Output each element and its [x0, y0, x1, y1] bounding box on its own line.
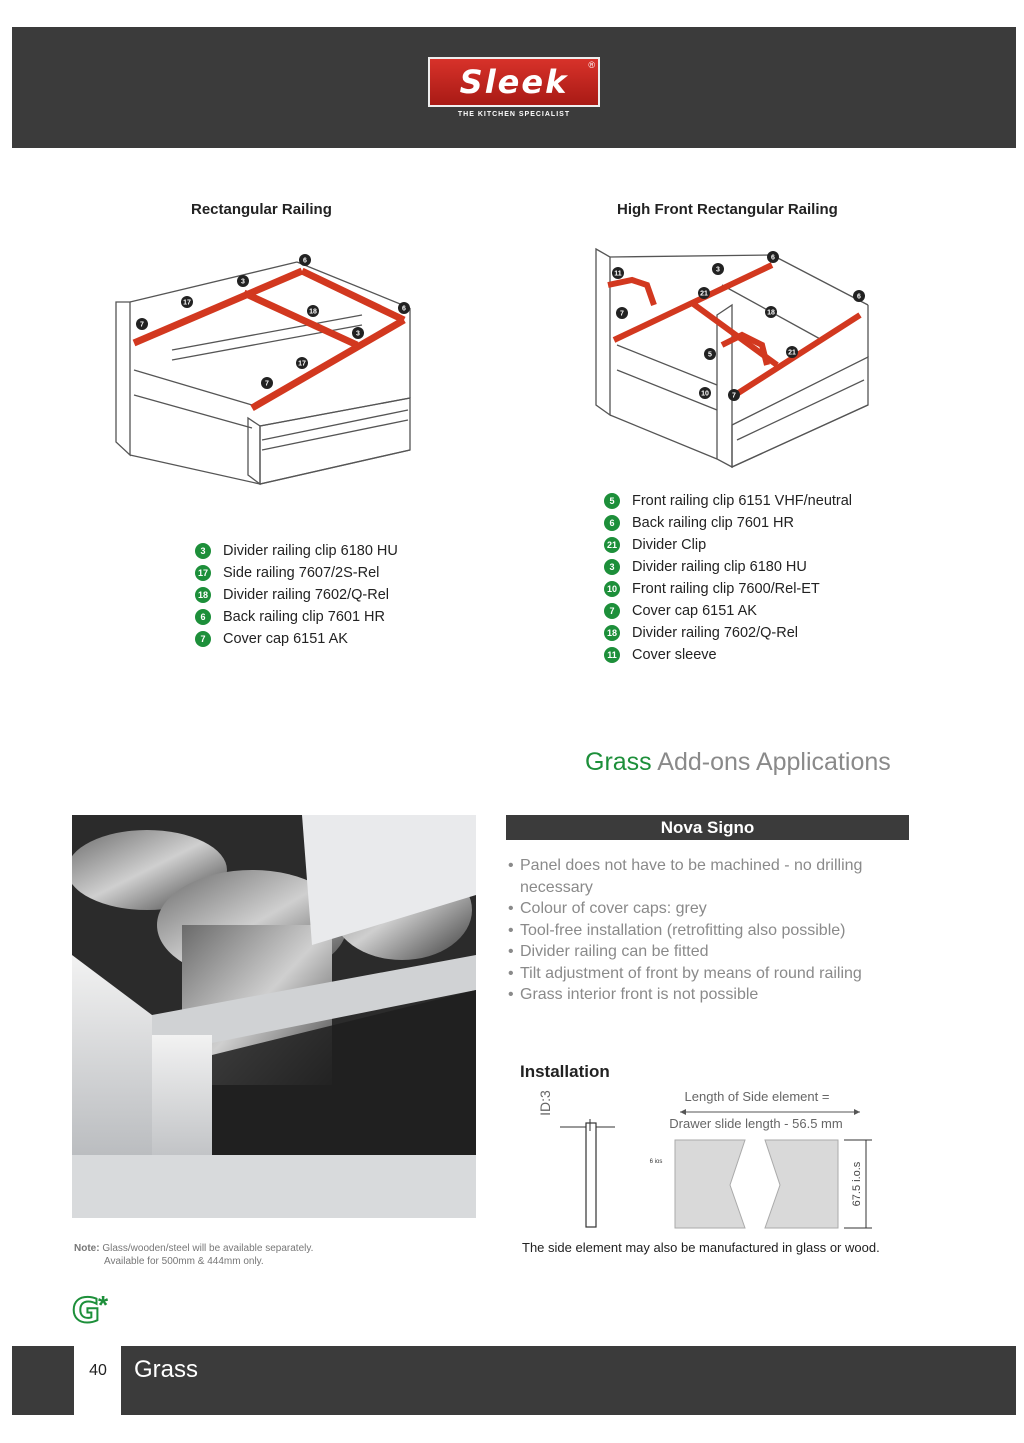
legend-label: Front railing clip 6151 VHF/neutral: [632, 493, 853, 509]
installation-title: Installation: [520, 1062, 610, 1081]
legend-label: Side railing 7607/2S-Rel: [223, 565, 380, 581]
svg-text:21: 21: [700, 291, 708, 298]
part-number-badge: 6: [195, 609, 211, 625]
svg-text:6: 6: [402, 306, 406, 313]
legend-item: 18 Divider railing 7602/Q-Rel: [195, 584, 398, 606]
svg-text:17: 17: [183, 300, 191, 307]
svg-text:6: 6: [303, 258, 307, 265]
legend-item: 6 Back railing clip 7601 HR: [195, 606, 398, 628]
svg-text:3: 3: [716, 267, 720, 274]
installation-diagram: ID:3 Length of Side element = Drawer sli…: [537, 1089, 872, 1229]
legend-item: 18 Divider railing 7602/Q-Rel: [604, 622, 852, 644]
legend-label: Cover cap 6151 AK: [632, 603, 757, 619]
logo-registered-mark: ®: [588, 60, 595, 70]
legend-item: 10 Front railing clip 7600/Rel-ET: [604, 578, 852, 600]
feature-item: Tool-free installation (retrofitting als…: [506, 920, 906, 942]
svg-text:6: 6: [857, 294, 861, 301]
svg-text:10: 10: [701, 391, 709, 398]
part-number-badge: 5: [604, 493, 620, 509]
part-number-badge: 21: [604, 537, 620, 553]
rectangular-railing-diagram: 6 3 17 18 6 7 3 17 7: [115, 254, 411, 486]
svg-text:17: 17: [298, 361, 306, 368]
legend-label: Back railing clip 7601 HR: [632, 515, 794, 531]
part-number-badge: 18: [195, 587, 211, 603]
part-number-badge: 7: [604, 603, 620, 619]
grass-star-icon: *: [98, 1290, 109, 1320]
legend-item: 3 Divider railing clip 6180 HU: [195, 540, 398, 562]
svg-text:3: 3: [356, 331, 360, 338]
legend-label: Divider railing clip 6180 HU: [632, 559, 807, 575]
dim-height: 67.5 i.o.s: [851, 1161, 863, 1206]
part-number-badge: 17: [195, 565, 211, 581]
legend-label: Divider railing 7602/Q-Rel: [223, 587, 390, 603]
part-number-badge: 11: [604, 647, 620, 663]
legend-item: 17 Side railing 7607/2S-Rel: [195, 562, 398, 584]
svg-text:21: 21: [788, 350, 796, 357]
dim-length-line-2: Drawer slide length - 56.5 mm: [669, 1116, 842, 1131]
dim-side-label: ID:3: [537, 1090, 553, 1116]
dim-thickness: 6 ios: [650, 1159, 663, 1165]
note-line-2: Available for 500mm & 444mm only.: [104, 1256, 264, 1267]
grass-g-logo: G: [71, 1291, 101, 1331]
footer-left-band: [12, 1346, 74, 1415]
drawer-with-pots-photo: [72, 815, 476, 1218]
footer-brand: Grass: [134, 1356, 199, 1383]
grass-addons-heading: Grass Add-ons Applications: [585, 748, 891, 777]
sleek-logo: Sleek ®: [428, 57, 600, 107]
part-number-badge: 3: [195, 543, 211, 559]
legend-item: 7 Cover cap 6151 AK: [604, 600, 852, 622]
legend-item: 6 Back railing clip 7601 HR: [604, 512, 852, 534]
svg-text:5: 5: [708, 352, 712, 359]
note-label: Note:: [74, 1243, 100, 1254]
grass-heading-brand: Grass: [585, 748, 652, 776]
legend-label: Back railing clip 7601 HR: [223, 609, 385, 625]
legend-item: 21 Divider Clip: [604, 534, 852, 556]
legend-label: Front railing clip 7600/Rel-ET: [632, 581, 820, 597]
part-number-badge: 6: [604, 515, 620, 531]
right-legend: 5 Front railing clip 6151 VHF/neutral 6 Ba…: [604, 490, 852, 666]
part-number-badge: 10: [604, 581, 620, 597]
right-section-title: High Front Rectangular Railing: [617, 201, 838, 218]
svg-text:7: 7: [140, 322, 144, 329]
svg-text:18: 18: [767, 310, 775, 317]
part-number-badge: 7: [195, 631, 211, 647]
availability-note: Note: Glass/wooden/steel will be availab…: [74, 1242, 313, 1268]
svg-text:18: 18: [309, 309, 317, 316]
high-front-railing-diagram: 11 3 6 21 7 18 6 5 21 10 7: [595, 247, 869, 469]
footer-right-band: [121, 1346, 1016, 1415]
legend-item: 5 Front railing clip 6151 VHF/neutral: [604, 490, 852, 512]
feature-item: Tilt adjustment of front by means of rou…: [506, 963, 906, 985]
legend-label: Cover cap 6151 AK: [223, 631, 348, 647]
legend-label: Cover sleeve: [632, 647, 717, 663]
legend-item: 3 Divider railing clip 6180 HU: [604, 556, 852, 578]
grass-heading-rest: Add-ons Applications: [657, 748, 891, 776]
svg-text:7: 7: [732, 393, 736, 400]
dim-length-line-1: Length of Side element =: [685, 1089, 830, 1104]
nova-signo-title: Nova Signo: [506, 815, 909, 840]
feature-item: Panel does not have to be machined - no …: [506, 855, 906, 898]
note-line-1: Glass/wooden/steel will be available sep…: [102, 1243, 314, 1254]
feature-item: Grass interior front is not possible: [506, 984, 906, 1006]
legend-label: Divider Clip: [632, 537, 707, 553]
legend-label: Divider railing 7602/Q-Rel: [632, 625, 799, 641]
part-number-badge: 18: [604, 625, 620, 641]
nova-signo-features: Panel does not have to be machined - no …: [506, 855, 906, 1006]
feature-item: Divider railing can be fitted: [506, 941, 906, 963]
part-number-badge: 3: [604, 559, 620, 575]
legend-label: Divider railing clip 6180 HU: [223, 543, 398, 559]
feature-item: Colour of cover caps: grey: [506, 898, 906, 920]
left-section-title: Rectangular Railing: [191, 201, 332, 218]
installation-caption: The side element may also be manufacture…: [522, 1240, 880, 1255]
legend-item: 7 Cover cap 6151 AK: [195, 628, 398, 650]
svg-text:7: 7: [265, 381, 269, 388]
logo-text: Sleek: [459, 63, 569, 101]
page-number: 40: [89, 1362, 107, 1379]
svg-text:7: 7: [620, 311, 624, 318]
left-legend: 3 Divider railing clip 6180 HU 17 Side rai…: [195, 540, 398, 650]
svg-text:11: 11: [614, 271, 622, 278]
logo-tagline: THE KITCHEN SPECIALIST: [457, 111, 571, 118]
svg-text:3: 3: [241, 279, 245, 286]
legend-item: 11 Cover sleeve: [604, 644, 852, 666]
svg-text:6: 6: [771, 255, 775, 262]
